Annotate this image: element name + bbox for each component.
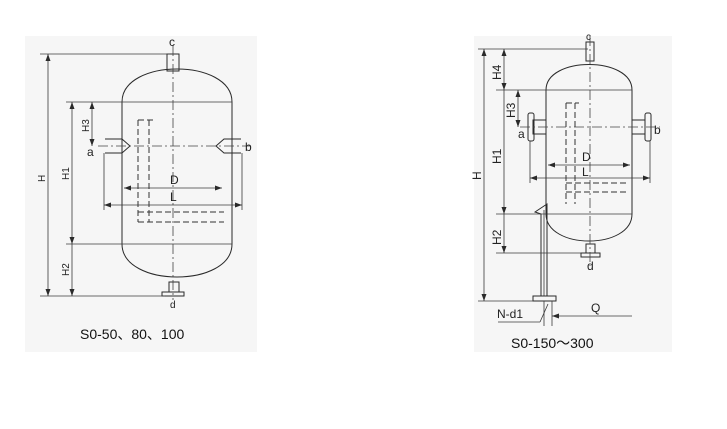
left-label-c: c [169,35,175,49]
right-label-Nd1: N-d1 [497,307,523,321]
left-panel-background [25,36,257,352]
right-label-H1: H1 [490,148,504,164]
right-label-L: L [582,165,589,179]
left-bottom-flange [161,291,185,297]
left-label-H3: H3 [81,119,92,132]
right-label-c: c [586,32,591,43]
right-label-H3: H3 [504,102,518,118]
right-label-a: a [518,127,525,141]
left-label-H1: H1 [61,167,72,180]
right-label-D: D [582,150,591,164]
left-drawing: c a b d D L H H1 H2 H3 S0-50、80、100 [25,35,257,352]
right-panel-background [474,36,672,352]
left-label-H2: H2 [61,263,72,276]
right-label-Q: Q [591,301,600,315]
left-label-b: b [245,140,252,154]
left-label-L: L [170,190,177,204]
right-label-H2: H2 [490,229,504,245]
left-label-a: a [87,145,94,159]
left-label-D: D [170,173,179,187]
right-label-d: d [587,259,594,273]
right-support-base [532,295,557,302]
right-drawing: c a b d D L H H4 H1 H2 H3 N-d1 Q S0-150～… [470,32,672,352]
right-label-H: H [470,171,484,180]
right-bottom-flange [580,252,601,258]
right-caption: S0-150～300 [511,335,594,351]
right-label-H4: H4 [490,64,504,80]
left-label-H: H [37,175,48,182]
left-label-d: d [170,300,176,311]
right-label-b: b [654,123,661,137]
left-caption: S0-50、80、100 [80,326,185,342]
